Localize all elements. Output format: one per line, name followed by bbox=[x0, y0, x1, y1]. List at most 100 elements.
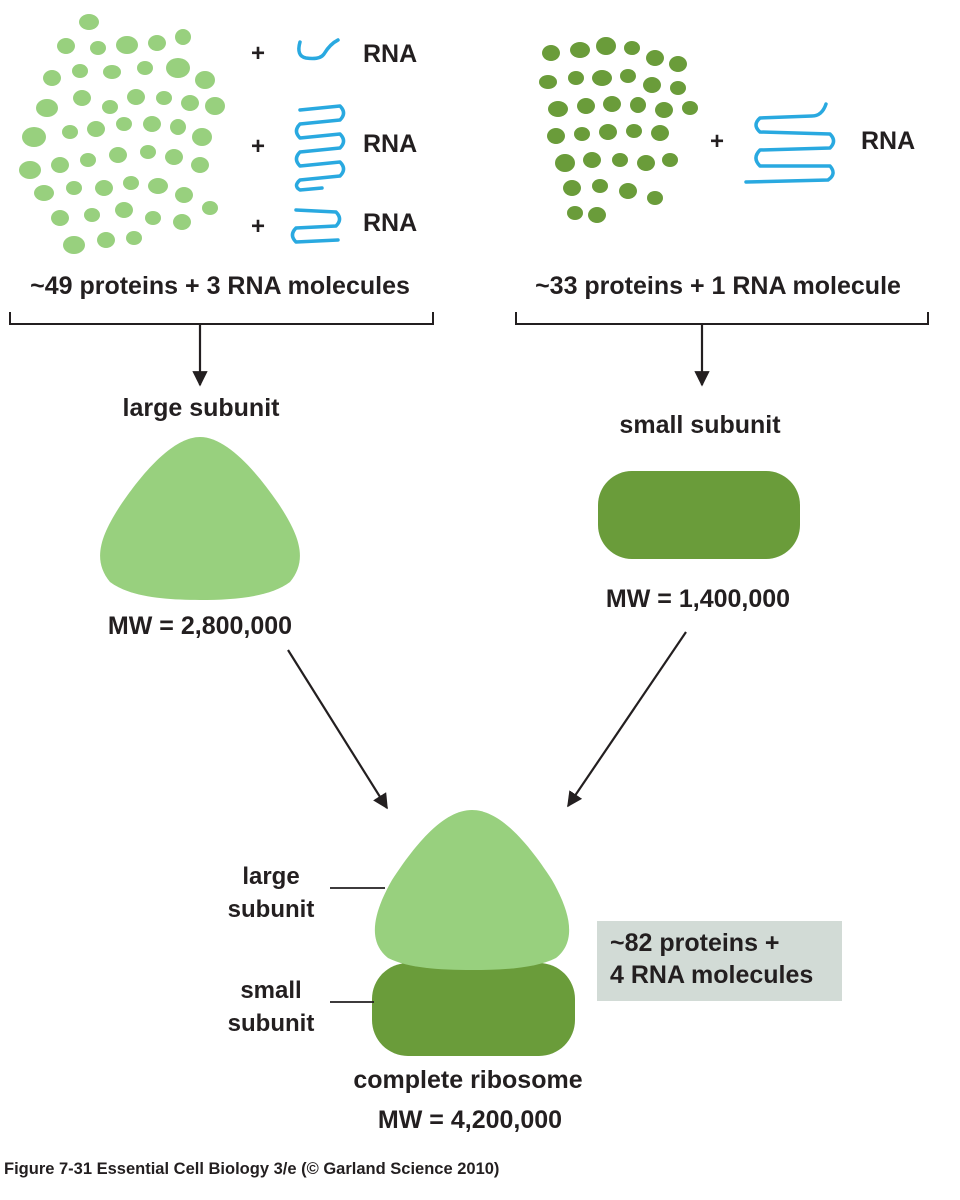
rna-label-3: RNA bbox=[363, 209, 418, 237]
protein-dot bbox=[542, 45, 560, 61]
protein-dot bbox=[563, 180, 581, 196]
plus-sign-2: + bbox=[250, 133, 266, 160]
protein-dot bbox=[626, 124, 642, 138]
protein-dot bbox=[102, 100, 118, 114]
small-inputs-bracket bbox=[515, 312, 929, 325]
protein-dot bbox=[175, 187, 193, 203]
rna-label-2: RNA bbox=[363, 130, 418, 158]
protein-dot bbox=[115, 202, 133, 218]
large-inputs-summary: ~49 proteins + 3 RNA molecules bbox=[30, 272, 410, 300]
protein-dot bbox=[95, 180, 113, 196]
protein-dot bbox=[630, 97, 646, 113]
protein-dot bbox=[137, 61, 153, 75]
protein-dot bbox=[34, 185, 54, 201]
protein-dot bbox=[619, 183, 637, 199]
protein-dot bbox=[62, 125, 78, 139]
rna-label-1: RNA bbox=[363, 40, 418, 68]
protein-dot bbox=[43, 70, 61, 86]
protein-dot bbox=[646, 50, 664, 66]
protein-dot bbox=[539, 75, 557, 89]
rna-molecule-3 bbox=[290, 208, 342, 244]
protein-dot bbox=[682, 101, 698, 115]
protein-dot bbox=[145, 211, 161, 225]
large-inputs-bracket bbox=[9, 312, 434, 325]
protein-dot bbox=[548, 101, 568, 117]
ribosome-title: complete ribosome bbox=[353, 1066, 583, 1094]
protein-dot bbox=[647, 191, 663, 205]
protein-dot bbox=[148, 178, 168, 194]
protein-dot bbox=[126, 231, 142, 245]
small-subunit-shape bbox=[598, 471, 800, 559]
plus-sign-4: + bbox=[709, 128, 725, 155]
protein-dot bbox=[175, 29, 191, 45]
ribosome-large-label-line1: large bbox=[242, 863, 300, 890]
protein-dot bbox=[205, 97, 225, 115]
protein-dot bbox=[123, 176, 139, 190]
protein-dot bbox=[148, 35, 166, 51]
protein-dot bbox=[165, 149, 183, 165]
large-subunit-title: large subunit bbox=[122, 394, 280, 422]
protein-dot bbox=[620, 69, 636, 83]
protein-dot bbox=[670, 81, 686, 95]
protein-dot bbox=[568, 71, 584, 85]
protein-dot bbox=[72, 64, 88, 78]
protein-dot bbox=[202, 201, 218, 215]
protein-dot bbox=[79, 14, 99, 30]
small-subunit-mw: MW = 1,400,000 bbox=[605, 585, 791, 613]
rna-molecule-2 bbox=[294, 104, 346, 192]
protein-dot bbox=[97, 232, 115, 248]
protein-dot bbox=[643, 77, 661, 93]
protein-dot bbox=[173, 214, 191, 230]
protein-dot bbox=[192, 128, 212, 146]
protein-dot bbox=[80, 153, 96, 167]
protein-dot bbox=[109, 147, 127, 163]
ribosome-mw: MW = 4,200,000 bbox=[377, 1106, 563, 1134]
plus-sign-1: + bbox=[250, 40, 266, 67]
ribosome-small-subunit-label: small subunit bbox=[228, 974, 315, 1040]
protein-dot bbox=[116, 117, 132, 131]
large-subunit-protein-cluster bbox=[19, 14, 225, 254]
protein-dot bbox=[655, 102, 673, 118]
protein-dot bbox=[555, 154, 575, 172]
protein-dot bbox=[22, 127, 46, 147]
rna-molecule-4 bbox=[744, 102, 836, 184]
protein-dot bbox=[547, 128, 565, 144]
protein-dot bbox=[140, 145, 156, 159]
protein-dot bbox=[637, 155, 655, 171]
protein-dot bbox=[116, 36, 138, 54]
ribosome-small-label-line2: subunit bbox=[227, 1010, 315, 1037]
ribosome-large-subunit-label: large subunit bbox=[228, 860, 315, 926]
ribosome-large-label-line2: subunit bbox=[227, 896, 315, 923]
small-inputs-summary: ~33 proteins + 1 RNA molecule bbox=[535, 272, 901, 300]
protein-dot bbox=[577, 98, 595, 114]
protein-dot bbox=[36, 99, 58, 117]
protein-dot bbox=[166, 58, 190, 78]
protein-dot bbox=[170, 119, 186, 135]
protein-dot bbox=[669, 56, 687, 72]
protein-dot bbox=[73, 90, 91, 106]
protein-dot bbox=[156, 91, 172, 105]
arrow-large-to-ribosome bbox=[287, 649, 388, 810]
protein-dot bbox=[570, 42, 590, 58]
large-subunit-mw: MW = 2,800,000 bbox=[107, 612, 293, 640]
protein-dot bbox=[90, 41, 106, 55]
protein-dot bbox=[596, 37, 616, 55]
protein-dot bbox=[87, 121, 105, 137]
protein-dot bbox=[51, 157, 69, 173]
protein-dot bbox=[603, 96, 621, 112]
protein-dot bbox=[588, 207, 606, 223]
protein-dot bbox=[662, 153, 678, 167]
plus-sign-3: + bbox=[250, 213, 266, 240]
protein-dot bbox=[574, 127, 590, 141]
protein-dot bbox=[191, 157, 209, 173]
arrow-small-to-ribosome bbox=[567, 631, 687, 808]
protein-dot bbox=[612, 153, 628, 167]
protein-dot bbox=[84, 208, 100, 222]
rna-label-4: RNA bbox=[861, 127, 916, 155]
protein-dot bbox=[583, 152, 601, 168]
protein-dot bbox=[127, 89, 145, 105]
protein-dot bbox=[57, 38, 75, 54]
ribosome-composition-line1: ~82 proteins + bbox=[610, 929, 780, 957]
